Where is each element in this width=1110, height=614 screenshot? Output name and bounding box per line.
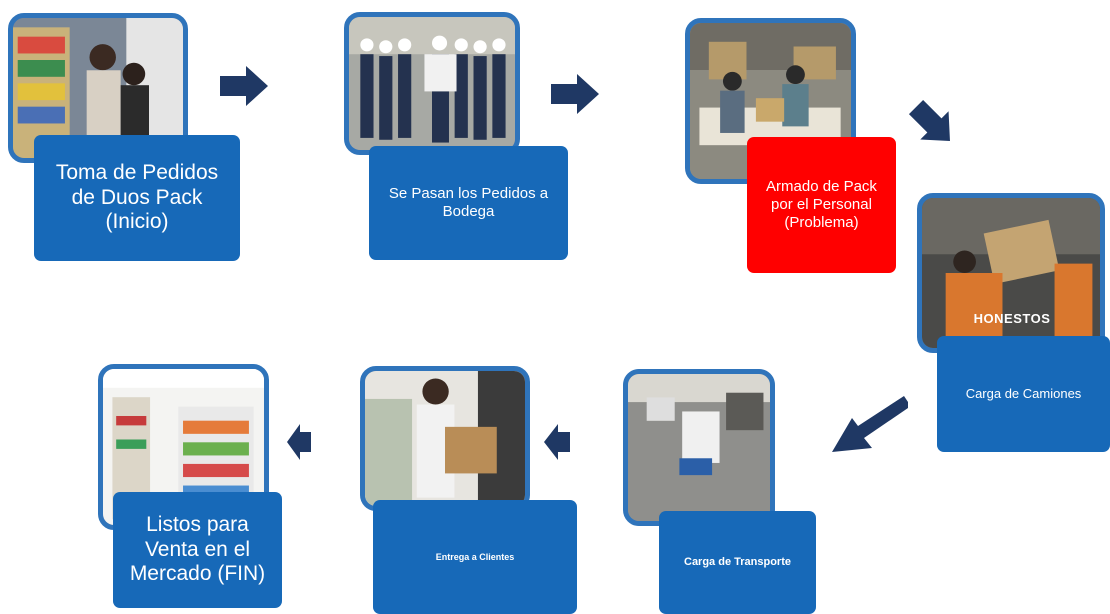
step-box-customer-delivery: Entrega a Clientes bbox=[373, 500, 577, 614]
arrow-right-icon bbox=[220, 66, 268, 106]
photo-caption-honestos: HONESTOS bbox=[973, 311, 1051, 326]
step-box-truck-loading: Carga de Camiones bbox=[937, 336, 1110, 452]
photo-customer-delivery bbox=[360, 366, 530, 511]
photo-truck-loading bbox=[917, 193, 1105, 353]
photo-transport-trucks bbox=[623, 369, 775, 526]
step-box-pack-assembly-problem: Armado de Pack por el Personal (Problema… bbox=[747, 137, 896, 273]
arrow-down-right-icon bbox=[905, 96, 961, 152]
step-box-ready-for-sale: Listos para Venta en el Mercado (FIN) bbox=[113, 492, 282, 608]
arrow-right-icon bbox=[551, 74, 599, 114]
arrow-left-icon bbox=[287, 424, 311, 460]
photo-warehouse-staff bbox=[344, 12, 520, 155]
arrow-down-left-icon bbox=[832, 396, 908, 458]
step-box-order-taking: Toma de Pedidos de Duos Pack (Inicio) bbox=[34, 135, 240, 261]
step-box-to-warehouse: Se Pasan los Pedidos a Bodega bbox=[369, 146, 568, 260]
step-box-transport-loading: Carga de Transporte bbox=[659, 511, 816, 614]
arrow-left-icon bbox=[544, 424, 570, 460]
